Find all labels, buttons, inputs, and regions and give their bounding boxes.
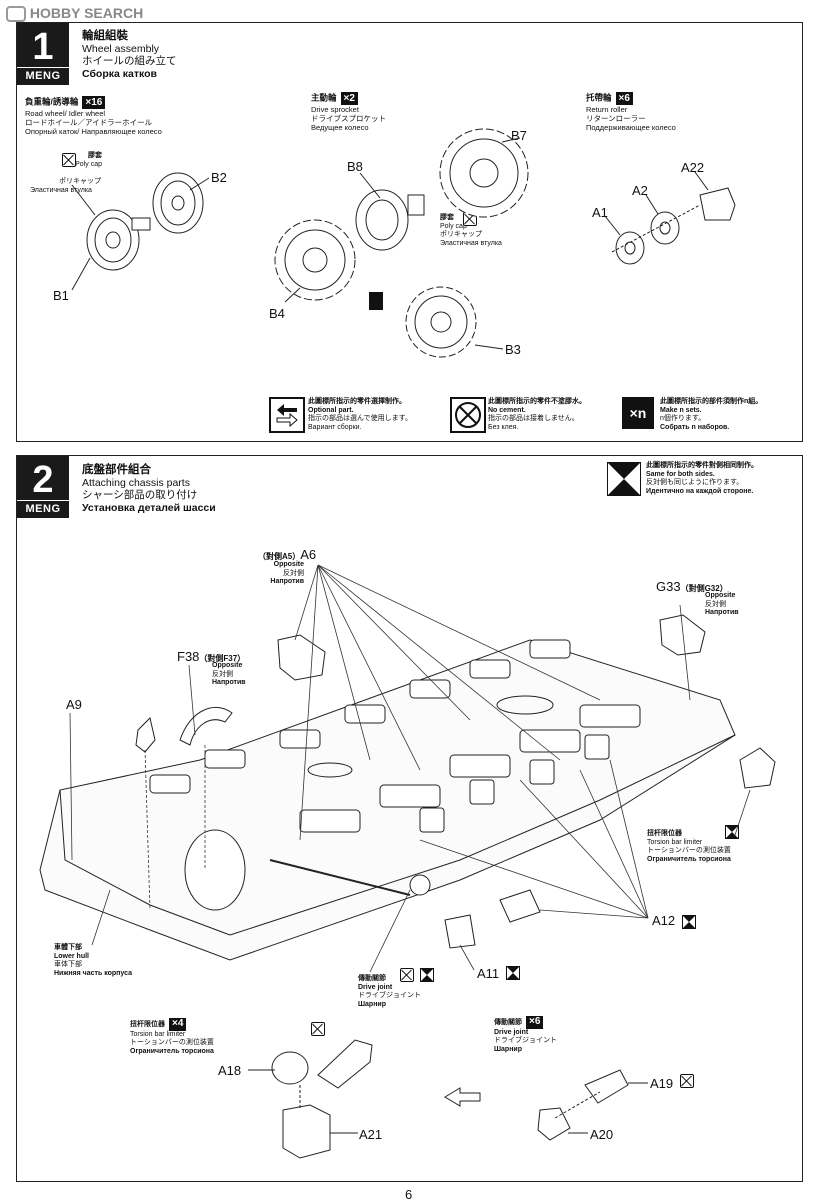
- same-both-sides-icon: [506, 966, 520, 980]
- qty-badge: ×16: [82, 96, 106, 109]
- optional-part-icon: [269, 397, 305, 433]
- g33-callout: G33（對側G32）: [656, 579, 728, 594]
- page-number: 6: [405, 1187, 413, 1202]
- part-label-b8: B8: [347, 159, 363, 174]
- f38-opposite-note: Opposite 反対側 Напротив: [212, 662, 246, 686]
- watermark-logo-icon: [6, 6, 26, 23]
- no-cement-icon: [62, 153, 76, 167]
- no-cement-icon: [311, 1022, 325, 1036]
- no-cement-icon: [400, 968, 414, 982]
- part-label-a1: A1: [592, 205, 608, 220]
- torsion-limiter-note-1: 扭杆限位器 Torsion bar limiter トーションバーの測位装置 О…: [647, 830, 731, 863]
- part-label-b4: B4: [269, 306, 285, 321]
- legend-no-cement: 此圖標所指示的零件不塗膠水。 No cement. 指示の部品は接着しません。 …: [488, 398, 586, 431]
- qty-badge: ×6: [526, 1016, 544, 1029]
- part-label-b2: B2: [211, 170, 227, 185]
- qty-badge: ×2: [340, 92, 358, 105]
- same-both-sides-note: 此圖標所指示的零件對側相同制作。 Same for both sides. 反対…: [646, 462, 758, 495]
- drive-joint-note-1: 傳動關節 Drive joint ドライブジョイント Шарнир: [358, 975, 421, 1008]
- a6-opposite-note: Opposite 反対側 Напротив: [270, 561, 304, 585]
- part-label-a11: A11: [477, 966, 500, 981]
- a6-callout: （對側A5）A6: [258, 547, 317, 562]
- part-label-a12: A12: [652, 913, 676, 928]
- part-label-a22: A22: [681, 160, 705, 175]
- part-label-a18: A18: [218, 1063, 242, 1078]
- same-both-sides-icon: [607, 462, 641, 496]
- step2-badge: 2 MENG: [17, 456, 69, 518]
- drive-joint-note-2: 傳動關節×6 Drive joint ドライブジョイント Шарнир: [494, 1016, 557, 1053]
- legend-optional: 此圖標所指示的零件選擇制作。 Optional part. 指示の部品は選んで使…: [308, 398, 412, 431]
- step1-badge: 1 MENG: [17, 23, 69, 85]
- same-both-sides-icon: [682, 915, 696, 929]
- part-label-a20: A20: [590, 1127, 614, 1142]
- poly-cap-note-1: 膠套 Poly cap: [75, 152, 102, 168]
- return-roller-caption: 托帶輪×6 Return roller リターンローラー Поддерживаю…: [586, 92, 676, 132]
- part-label-a9: A9: [66, 697, 82, 712]
- poly-cap-note-2: 膠套 Poly cap ポリキャップ Эластичная втулка: [440, 214, 502, 247]
- no-cement-icon: [680, 1074, 694, 1088]
- part-label-b1: B1: [53, 288, 69, 303]
- part-label-b7: B7: [511, 128, 527, 143]
- same-both-sides-icon: [420, 968, 434, 982]
- legend-make-n-sets: 此圖標所指示的部件須制作n組。 Make n sets. n個作ります。 Соб…: [660, 398, 763, 431]
- qty-badge: ×6: [615, 92, 633, 105]
- optional-part-icon: [369, 292, 383, 310]
- torsion-limiter-note-2: 扭杆限位器×4 Torsion bar limiter トーションバーの測位装置…: [130, 1018, 214, 1055]
- poly-cap-note-1-ja: ポリキャップ Эластичная втулка: [30, 178, 101, 194]
- drive-sprocket-caption: 主動輪×2 Drive sprocket ドライブスプロケット Ведущее …: [311, 92, 386, 132]
- watermark: HOBBY SEARCH: [6, 5, 143, 23]
- part-label-a21: A21: [359, 1127, 383, 1142]
- part-label-b3: B3: [505, 342, 521, 357]
- no-cement-icon: [450, 397, 486, 433]
- no-cement-icon: [463, 212, 477, 226]
- same-both-sides-icon: [725, 825, 739, 839]
- brand-logo: MENG: [17, 500, 69, 518]
- step2-number: 2: [32, 459, 54, 501]
- qty-badge: ×4: [169, 1018, 187, 1031]
- road-wheel-caption: 負重輪/誘導輪×16 Road wheel/ Idler wheel ロードホイ…: [25, 96, 162, 136]
- step1-number: 1: [32, 26, 54, 68]
- make-n-sets-icon: ×n: [622, 397, 654, 429]
- step1-panel: [16, 22, 803, 442]
- step2-title: 底盤部件組合 Attaching chassis parts シャーシ部品の取り…: [82, 464, 216, 514]
- step2-panel: [16, 455, 803, 1182]
- step1-title: 輪組組裝 Wheel assembly ホイールの組み立て Сборка кат…: [82, 30, 177, 80]
- part-label-a2: A2: [632, 183, 648, 198]
- arrows-icon: [276, 404, 298, 428]
- g33-opposite-note: Opposite 反対側 Напротив: [705, 592, 739, 616]
- lower-hull-note: 車體下部 Lower hull 車体下部 Нижняя часть корпус…: [54, 944, 132, 977]
- brand-logo: MENG: [17, 67, 69, 85]
- part-label-a19: A19: [650, 1076, 674, 1091]
